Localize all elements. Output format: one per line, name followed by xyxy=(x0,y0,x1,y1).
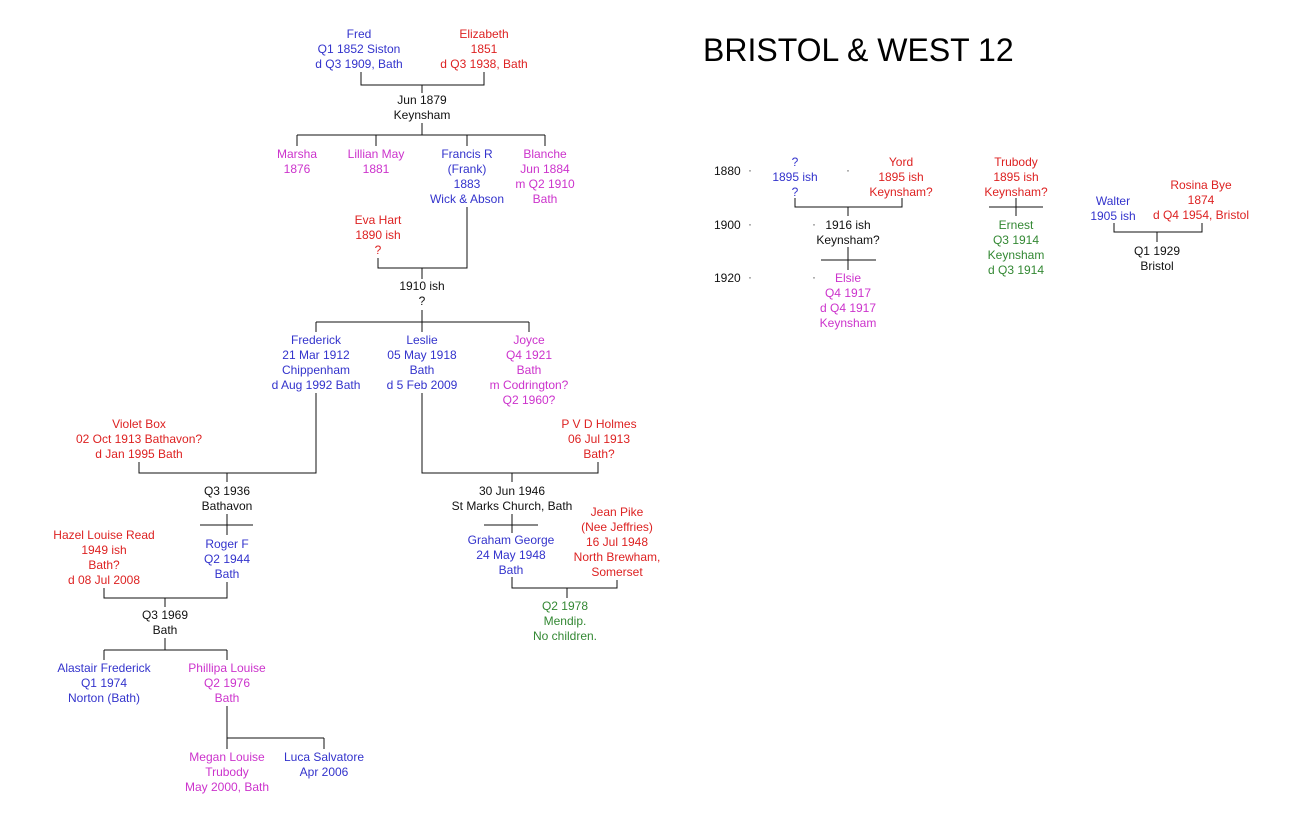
year-label-1920: 1920 xyxy=(714,271,741,285)
timeline-tick: · xyxy=(812,217,816,231)
timeline-tick: · xyxy=(748,163,752,177)
timeline-tick: · xyxy=(748,217,752,231)
timeline-tick: · xyxy=(748,270,752,284)
marriage-1910: 1910 ish? xyxy=(399,279,445,308)
person-unknown: ?1895 ish? xyxy=(772,155,818,199)
year-label-1900: 1900 xyxy=(714,218,741,232)
timeline-tick: · xyxy=(846,163,850,177)
timeline-tick: · xyxy=(812,270,816,284)
year-label-1880: 1880 xyxy=(714,164,741,178)
page-title: BRISTOL & WEST 12 xyxy=(703,32,1014,68)
